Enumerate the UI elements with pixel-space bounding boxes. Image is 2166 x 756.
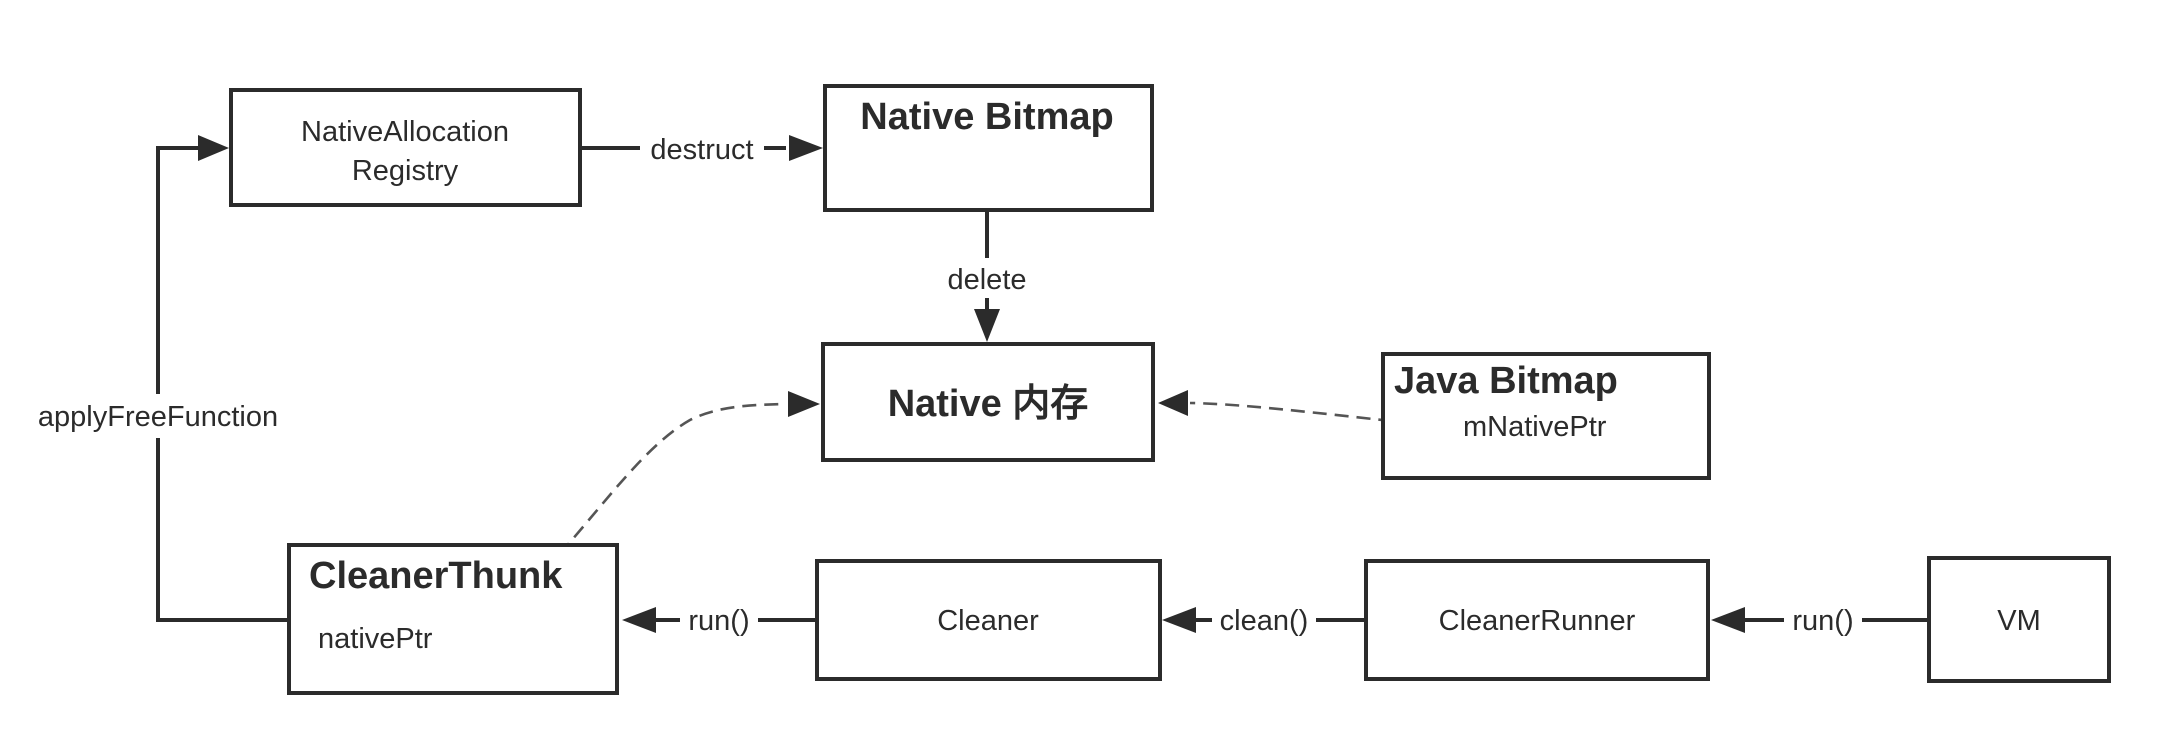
label-destruct: destruct xyxy=(650,134,753,166)
label-apply-free-function: applyFreeFunction xyxy=(38,401,278,433)
cleaner-thunk-field: nativePtr xyxy=(318,623,433,655)
edge-apply-free-function xyxy=(156,135,289,622)
java-bitmap-title: Java Bitmap xyxy=(1394,360,1618,402)
node-native-allocation-registry: NativeAllocation Registry xyxy=(229,88,582,207)
cleaner-runner-title: CleanerRunner xyxy=(1439,605,1636,637)
registry-label-line2: Registry xyxy=(352,155,459,187)
cleaner-thunk-title: CleanerThunk xyxy=(309,555,563,597)
vm-title: VM xyxy=(1997,605,2041,637)
edge-thunk-native-ptr xyxy=(461,391,820,644)
registry-label-line1: NativeAllocation xyxy=(301,116,509,148)
label-delete: delete xyxy=(947,264,1026,296)
label-cleaner-run: run() xyxy=(688,605,749,637)
native-memory-title: Native 内存 xyxy=(888,383,1089,425)
node-vm: VM xyxy=(1927,556,2111,683)
node-cleaner-runner: CleanerRunner xyxy=(1364,559,1710,681)
label-clean: clean() xyxy=(1220,605,1309,637)
label-vm-run: run() xyxy=(1792,605,1853,637)
native-bitmap-title: Native Bitmap xyxy=(860,96,1113,138)
node-cleaner-thunk: CleanerThunk nativePtr xyxy=(287,543,619,695)
node-cleaner: Cleaner xyxy=(815,559,1162,681)
cleaner-title: Cleaner xyxy=(937,605,1039,637)
node-native-memory: Native 内存 xyxy=(821,342,1155,462)
java-bitmap-field: mNativePtr xyxy=(1463,411,1607,443)
node-java-bitmap: Java Bitmap mNativePtr xyxy=(1381,352,1711,480)
node-native-bitmap: Native Bitmap xyxy=(823,84,1154,212)
